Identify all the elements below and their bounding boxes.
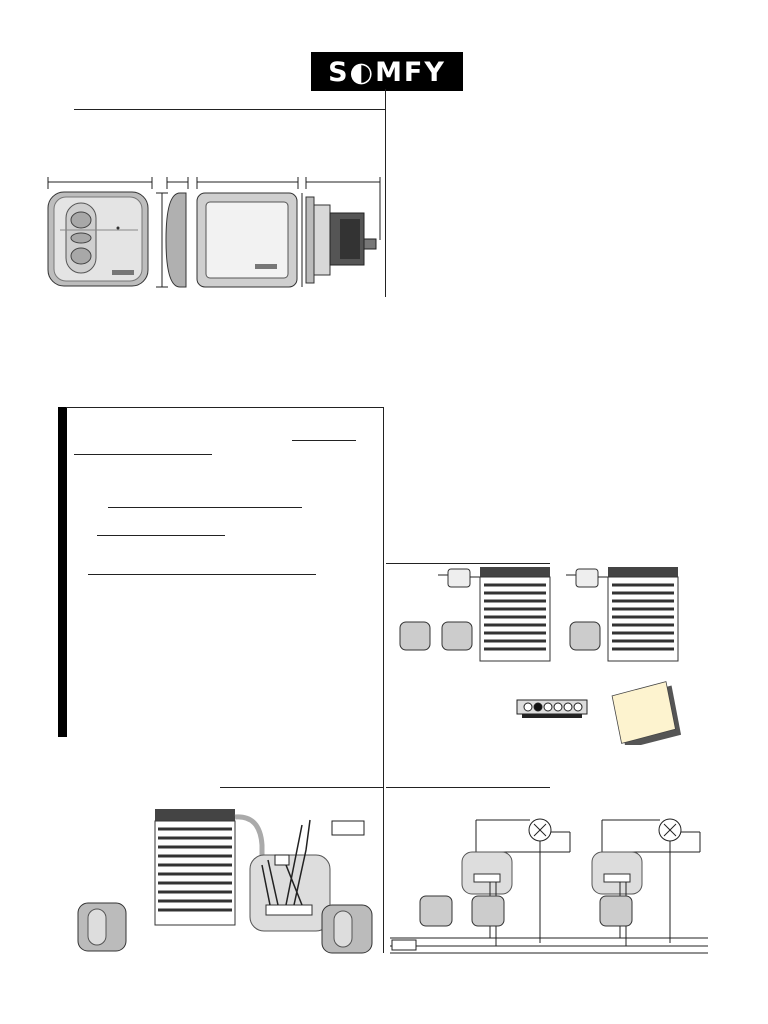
- legend-box-2: [391, 939, 417, 951]
- switch-front-view: [47, 191, 149, 287]
- note-card: [611, 681, 682, 745]
- bottom-right-rule: [386, 787, 550, 788]
- switch-a: [419, 895, 453, 927]
- switch-back-view: [196, 192, 298, 288]
- wall-box-2: [591, 851, 643, 895]
- installation-wiring-left: [77, 809, 373, 954]
- logo-text: S◐MFY: [328, 57, 446, 88]
- text-underline-4: [97, 535, 225, 536]
- switch-c: [599, 895, 633, 927]
- bottom-left-rule: [220, 787, 384, 788]
- switch-depth-view: [305, 196, 377, 284]
- somfy-logo: S◐MFY: [311, 52, 463, 91]
- roller-shutter: [154, 809, 265, 926]
- section-accent-bar: [58, 407, 67, 737]
- header-rule: [74, 109, 386, 110]
- terminal-strip: [516, 699, 588, 718]
- section-top-rule: [66, 407, 384, 408]
- text-underline-3: [108, 507, 302, 508]
- column-divider-top: [385, 89, 386, 297]
- text-underline-5: [88, 574, 316, 575]
- shutter-setup-illustration: [399, 567, 679, 662]
- text-underline-1: [292, 440, 356, 441]
- shutter-setup-1: [399, 567, 551, 662]
- right-section-rule: [386, 563, 550, 564]
- switch-side-view: [165, 192, 187, 288]
- legend-box-1: [331, 820, 365, 836]
- switch-b: [471, 895, 505, 927]
- text-underline-2: [74, 454, 212, 455]
- installation-wiring-right: [390, 818, 708, 954]
- wall-box-1: [461, 851, 513, 895]
- dimension-drawings: [47, 177, 381, 288]
- column-divider-main: [383, 407, 384, 953]
- shutter-setup-2: [566, 567, 679, 662]
